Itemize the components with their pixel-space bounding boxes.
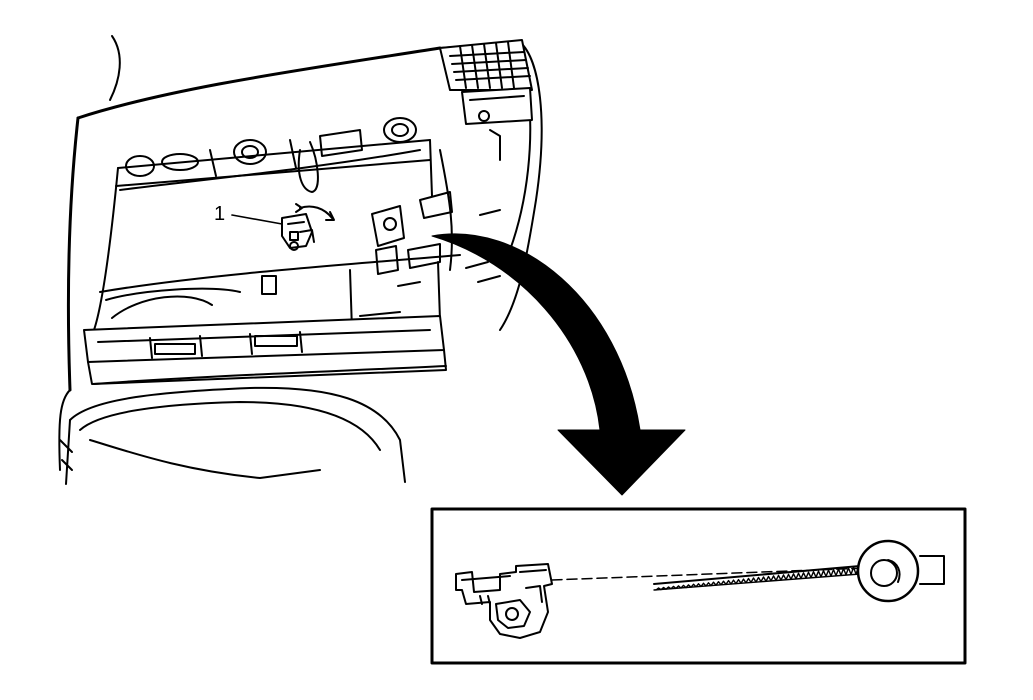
center-console xyxy=(59,386,406,485)
glove-box-cavity xyxy=(99,117,501,331)
damper-gear xyxy=(856,539,945,603)
curved-arrow-icon xyxy=(431,233,686,496)
rotation-arrow-icon xyxy=(295,203,335,221)
instrument-panel xyxy=(58,35,543,471)
detail-inset xyxy=(430,507,967,665)
air-vent-grille xyxy=(439,39,533,91)
damper-rod xyxy=(551,565,869,591)
callout-leader-line xyxy=(231,214,283,225)
glove-box-stop xyxy=(281,213,315,251)
stop-detail xyxy=(455,563,553,639)
glove-box-door xyxy=(83,315,447,385)
callout-1-label: 1 xyxy=(214,203,226,225)
